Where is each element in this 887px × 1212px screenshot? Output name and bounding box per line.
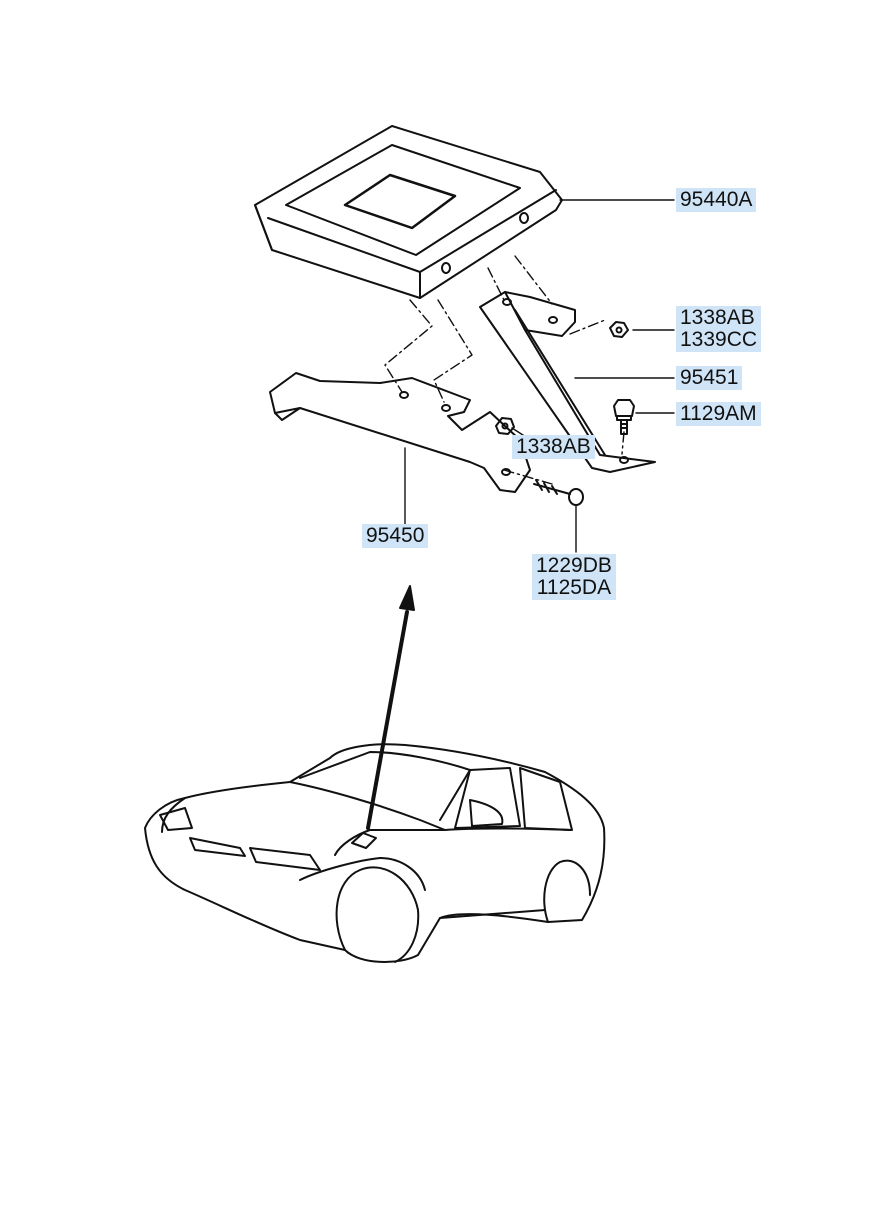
callout-1229DB-1125DA: 1229DB 1125DA bbox=[532, 554, 616, 600]
callout-95440A: 95440A bbox=[676, 188, 757, 212]
bracket-lower bbox=[269, 372, 531, 493]
part-number-label: 95440A bbox=[680, 188, 753, 211]
car-illustration bbox=[144, 743, 606, 963]
part-number-label: 1129AM bbox=[680, 402, 757, 425]
control-unit-box bbox=[254, 125, 563, 299]
part-number-label: 1338AB bbox=[680, 306, 755, 329]
part-number-label: 1229DB bbox=[536, 554, 612, 577]
part-number-label: 1339CC bbox=[680, 328, 758, 351]
bolt-1129AM bbox=[613, 399, 635, 435]
location-arrow bbox=[366, 585, 415, 830]
nut-lower bbox=[495, 417, 515, 435]
part-number-label: 95450 bbox=[366, 524, 425, 547]
assembly-centerlines bbox=[384, 255, 625, 485]
screw-1229DB bbox=[533, 479, 584, 506]
part-number-label: 1338AB bbox=[516, 435, 591, 458]
callout-95450: 95450 bbox=[362, 524, 429, 548]
part-number-label: 95451 bbox=[680, 366, 739, 389]
callout-95451: 95451 bbox=[676, 366, 743, 390]
part-number-label: 1125DA bbox=[536, 576, 612, 599]
callout-1338AB: 1338AB bbox=[512, 435, 595, 459]
callout-1129AM: 1129AM bbox=[676, 402, 761, 426]
leader-lines bbox=[404, 199, 675, 553]
bracket-right bbox=[479, 291, 656, 473]
callout-1338AB-1339CC: 1338AB 1339CC bbox=[676, 306, 762, 352]
nut-upper bbox=[609, 321, 629, 338]
